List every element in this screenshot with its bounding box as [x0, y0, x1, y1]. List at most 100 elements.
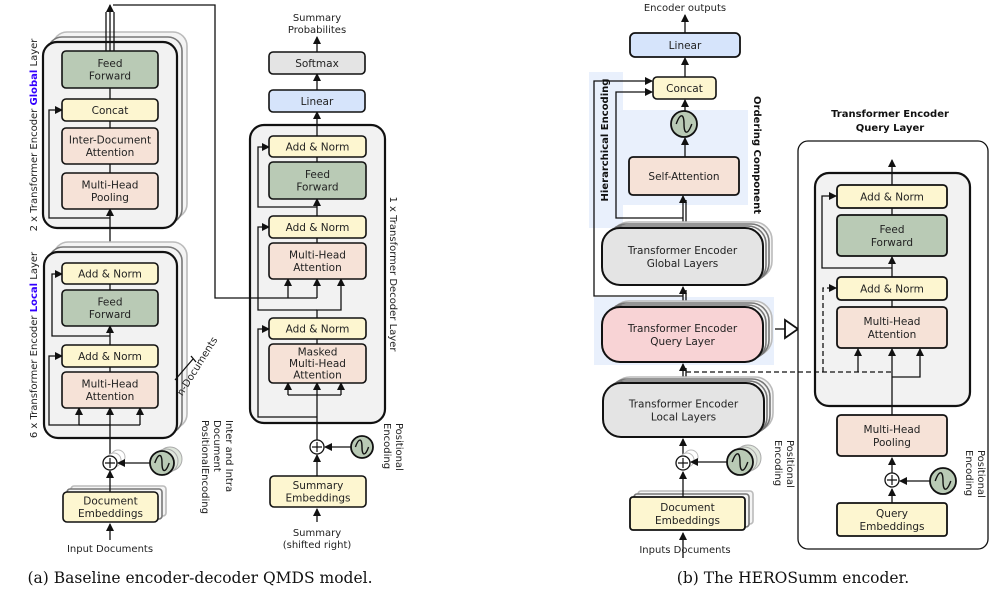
transformer-encoder-query-layer-label: Query Layer	[650, 336, 715, 348]
transformer-encoder-global-layers-shape	[601, 227, 764, 286]
flow-arrow	[892, 348, 924, 378]
inter-document-attention-block-label: Inter-Document	[69, 135, 151, 147]
add-icon	[884, 472, 900, 488]
transformer-encoder-global-layers-label: Transformer Encoder	[627, 245, 738, 257]
summary-embeddings-block-label: Summary	[293, 480, 344, 492]
softmax-block: Softmax	[268, 51, 366, 75]
concat-block-shape	[61, 98, 159, 122]
transformer-encoder-local-layers-label: Transformer Encoder	[628, 399, 739, 411]
flow-arrow	[51, 270, 110, 337]
add-norm-block-shape	[836, 184, 948, 209]
global-encoder-label-part: Global	[29, 70, 40, 106]
flow-arrow	[821, 192, 892, 269]
decoder-label: 1 x Transformer Decoder Layer	[387, 197, 398, 353]
masked-multi-head-attention-block-label: Attention	[293, 370, 341, 382]
sine-wave-icon	[670, 110, 698, 138]
feed-forward-block-label: Feed	[97, 58, 122, 70]
flow-arrow	[316, 278, 345, 318]
feed-forward-block-label: Forward	[89, 309, 131, 321]
add-norm-block: Add & Norm	[268, 317, 367, 340]
add-norm-block: Add & Norm	[836, 276, 948, 301]
concat-block-label: Concat	[92, 105, 129, 117]
summary-input-label: (shifted right)	[283, 540, 352, 551]
feed-forward-block-shape	[836, 214, 948, 257]
summary-probabilities-label: Summary	[293, 13, 341, 24]
connector-line	[113, 4, 317, 299]
flow-arrow	[257, 143, 317, 208]
add-norm-block: Add & Norm	[268, 215, 367, 239]
positional-encoding-label: Inter and Intra	[223, 420, 234, 492]
flow-arrow	[257, 223, 317, 311]
multi-head-pooling-block-label: Pooling	[91, 192, 129, 204]
summary-input-label: Summary	[293, 528, 341, 539]
self-attention-block: Self-Attention	[628, 156, 740, 196]
query-layer-detail-title: Transformer Encoder	[831, 109, 949, 120]
hierarchical-encoding-highlight	[589, 72, 623, 228]
inter-document-attention-block-label: Attention	[86, 147, 134, 159]
connector-line	[174, 358, 194, 381]
feed-forward-block-label: Feed	[97, 297, 122, 309]
multi-head-pooling-block-shape	[61, 172, 159, 210]
caption-a: (a) Baseline encoder-decoder QMDS model.	[27, 569, 372, 587]
positional-encoding-label: Document	[211, 420, 222, 472]
linear-block-label: Linear	[301, 96, 334, 108]
ordering-component-label: Ordering Component	[751, 96, 762, 214]
document-embeddings-block-label: Embeddings	[78, 508, 143, 520]
add-norm-block-shape	[268, 317, 367, 340]
flow-arrow	[257, 325, 317, 418]
add-norm-block-shape	[836, 276, 948, 301]
multi-head-pooling-block-shape	[836, 414, 948, 457]
local-encoder-label-part: Local	[29, 283, 40, 312]
self-attention-block-shape	[628, 156, 740, 196]
query-layer-detail-title: Query Layer	[856, 123, 924, 134]
concat-block: Concat	[652, 76, 717, 100]
add-norm-block: Add & Norm	[61, 262, 159, 285]
feed-forward-block-label: Forward	[89, 70, 131, 82]
add-icon	[675, 455, 691, 471]
sine-wave-icon	[929, 467, 957, 495]
feed-forward-block-shape	[61, 50, 159, 89]
global-encoder-label: 2 x Transformer Encoder Global Layer	[29, 38, 40, 232]
positional-encoding-label: Encoding	[963, 450, 974, 496]
add-norm-block-shape	[268, 135, 367, 158]
sine-wave-icon	[726, 448, 754, 476]
connector-line	[190, 355, 197, 363]
document-embeddings-block-label: Document	[660, 502, 714, 514]
inter-document-attention-block-shape	[61, 127, 159, 165]
hierarchical-encoding-label: Hierarchical Encoding	[600, 79, 611, 202]
feed-forward-block-label: Feed	[879, 224, 904, 236]
positional-encoding-label: Positional	[393, 423, 404, 471]
add-norm-block-label: Add & Norm	[78, 351, 142, 363]
concat-block-shape	[652, 76, 717, 100]
caption-b: (b) The HEROSumm encoder.	[677, 569, 909, 587]
query-embeddings-block-label: Embeddings	[859, 521, 924, 533]
positional-encoding-label: PositionalEncoding	[199, 420, 210, 514]
linear-block: Linear	[268, 89, 366, 113]
global-encoder-label-part: 2 x Transformer Encoder	[29, 106, 40, 232]
masked-multi-head-attention-block-label: Multi-Head	[289, 358, 346, 370]
query-embeddings-block-shape	[836, 502, 948, 537]
linear-block-shape	[268, 89, 366, 113]
flow-arrow	[822, 284, 837, 372]
multi-head-pooling-block-label: Pooling	[873, 437, 911, 449]
feed-forward-block-shape	[268, 161, 367, 200]
input-documents-label: Input Documents	[67, 544, 153, 555]
positional-encoding-label: Encoding	[772, 440, 783, 486]
summary-probabilities-label: Probabilites	[288, 25, 346, 36]
transformer-encoder-global-layers-label: Global Layers	[647, 258, 719, 270]
sine-wave-icon	[350, 435, 374, 459]
transformer-encoder-query-layer-shape	[601, 306, 764, 363]
add-norm-block-label: Add & Norm	[286, 141, 350, 153]
multi-head-attention-block-shape	[61, 371, 159, 409]
concat-block: Concat	[61, 98, 159, 122]
